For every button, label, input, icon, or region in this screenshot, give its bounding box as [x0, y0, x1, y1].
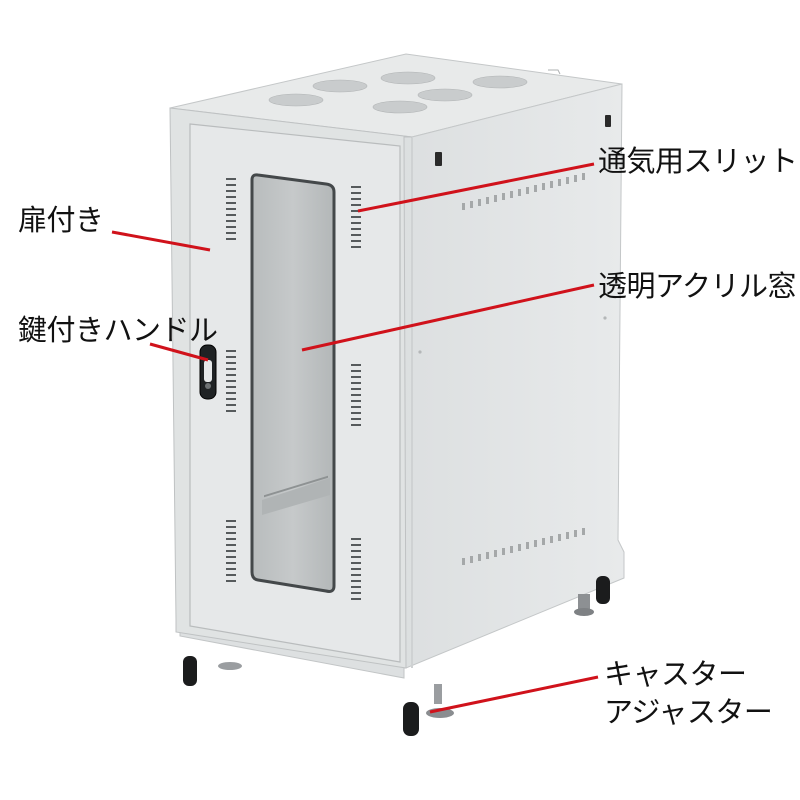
leader-line-vent — [357, 162, 595, 213]
side-rivets — [418, 316, 607, 354]
leader-line-caster — [429, 675, 599, 714]
door-vent-slits — [226, 178, 361, 600]
side-vent-slits — [462, 173, 585, 565]
leader-line-handle — [149, 342, 209, 362]
leader-line-door — [111, 230, 211, 252]
lock-handle — [199, 344, 217, 400]
label-caster: キャスター — [604, 657, 747, 691]
label-lock-handle: 鍵付きハンドル — [18, 313, 218, 347]
top-vent-holes — [268, 71, 528, 114]
label-acrylic-window: 透明アクリル窓 — [598, 269, 797, 303]
caster-wheels — [183, 576, 610, 736]
label-vent-slit: 通気用スリット — [598, 144, 798, 178]
leader-lines — [111, 162, 599, 714]
leader-line-window — [301, 283, 595, 352]
label-caster-adjuster: キャスター アジャスター — [604, 655, 773, 731]
cabinet-side-panel — [399, 83, 625, 669]
label-adjuster: アジャスター — [604, 695, 773, 729]
side-latch — [435, 115, 611, 166]
label-door: 扉付き — [18, 203, 104, 237]
acrylic-window — [250, 173, 336, 593]
